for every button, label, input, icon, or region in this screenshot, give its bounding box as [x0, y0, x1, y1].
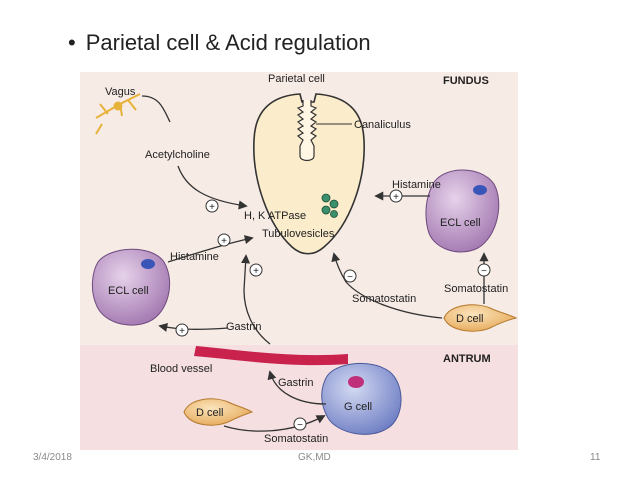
slide-title-text: Parietal cell & Acid regulation	[85, 30, 371, 55]
antrum-label: ANTRUM	[443, 353, 491, 365]
footer-page-number: 11	[590, 452, 601, 463]
acetylcholine-label: Acetylcholine	[145, 149, 210, 161]
histamine-right-label: Histamine	[392, 179, 441, 191]
gastrin-lower-label: Gastrin	[278, 377, 313, 389]
histamine-left-label: Histamine	[170, 251, 219, 263]
blood-vessel-label: Blood vessel	[150, 363, 212, 375]
vagus-neuron-icon	[95, 93, 141, 135]
svg-text:+: +	[209, 202, 215, 213]
d-cell-right-label: D cell	[456, 313, 484, 325]
ecl-right-nucleus	[473, 185, 487, 195]
g-cell	[321, 362, 402, 435]
ecl-left-nucleus	[141, 259, 155, 269]
inhibit-marker: −	[293, 417, 307, 431]
footer-author: GK,MD	[298, 452, 331, 463]
g-cell-nucleus	[348, 376, 364, 388]
d-cell-bottom-label: D cell	[196, 407, 224, 419]
svg-text:+: +	[393, 192, 399, 203]
somatostatin-bottom-arrow	[223, 415, 326, 432]
svg-text:+: +	[253, 266, 259, 277]
canaliculus-channel	[296, 100, 318, 162]
histamine-left-arrow	[167, 235, 254, 263]
inhibit-marker: −	[343, 269, 357, 283]
hk-atpase-label: H, K ATPase	[244, 210, 306, 222]
stimulate-marker: +	[205, 199, 219, 213]
stimulate-marker: +	[389, 189, 403, 203]
vagus-axon	[141, 95, 171, 123]
fundus-label: FUNDUS	[443, 75, 489, 87]
svg-text:+: +	[179, 326, 185, 337]
somatostatin-right-label: Somatostatin	[444, 283, 508, 295]
acetylcholine-arrow	[177, 165, 248, 210]
canaliculus-label: Canaliculus	[354, 119, 411, 131]
svg-text:−: −	[297, 420, 303, 431]
d-cell-right	[443, 304, 518, 332]
blood-vessel	[194, 346, 348, 366]
gastrin-to-ecl-arrow	[158, 322, 229, 332]
stimulate-marker: +	[175, 323, 189, 337]
gastrin-vertical-arrow	[241, 254, 271, 345]
svg-text:+: +	[221, 236, 227, 247]
d-cell-bottom	[183, 398, 254, 426]
parietal-cell-label: Parietal cell	[268, 73, 325, 85]
tubulovesicles-label: Tubulovesicles	[262, 228, 335, 240]
g-cell-label: G cell	[344, 401, 372, 413]
tubulovesicle-icon	[321, 193, 339, 218]
stimulate-marker: +	[217, 233, 231, 247]
ecl-cell-right-label: ECL cell	[440, 217, 481, 229]
somatostatin-upper-label: Somatostatin	[352, 293, 416, 305]
footer-date: 3/4/2018	[33, 452, 72, 463]
somatostatin-upper-arrow	[331, 252, 443, 319]
slide-title: • Parietal cell & Acid regulation	[68, 30, 371, 56]
g-cell-secretion-arrow	[267, 370, 327, 405]
ecl-cell-left-label: ECL cell	[108, 285, 149, 297]
vagus-label: Vagus	[105, 86, 136, 98]
stimulate-marker: +	[249, 263, 263, 277]
svg-text:−: −	[481, 266, 487, 277]
gastrin-upper-label: Gastrin	[226, 321, 261, 333]
svg-text:−: −	[347, 272, 353, 283]
bullet-icon: •	[68, 30, 76, 55]
inhibit-marker: −	[477, 263, 491, 277]
somatostatin-bottom-label: Somatostatin	[264, 433, 328, 445]
